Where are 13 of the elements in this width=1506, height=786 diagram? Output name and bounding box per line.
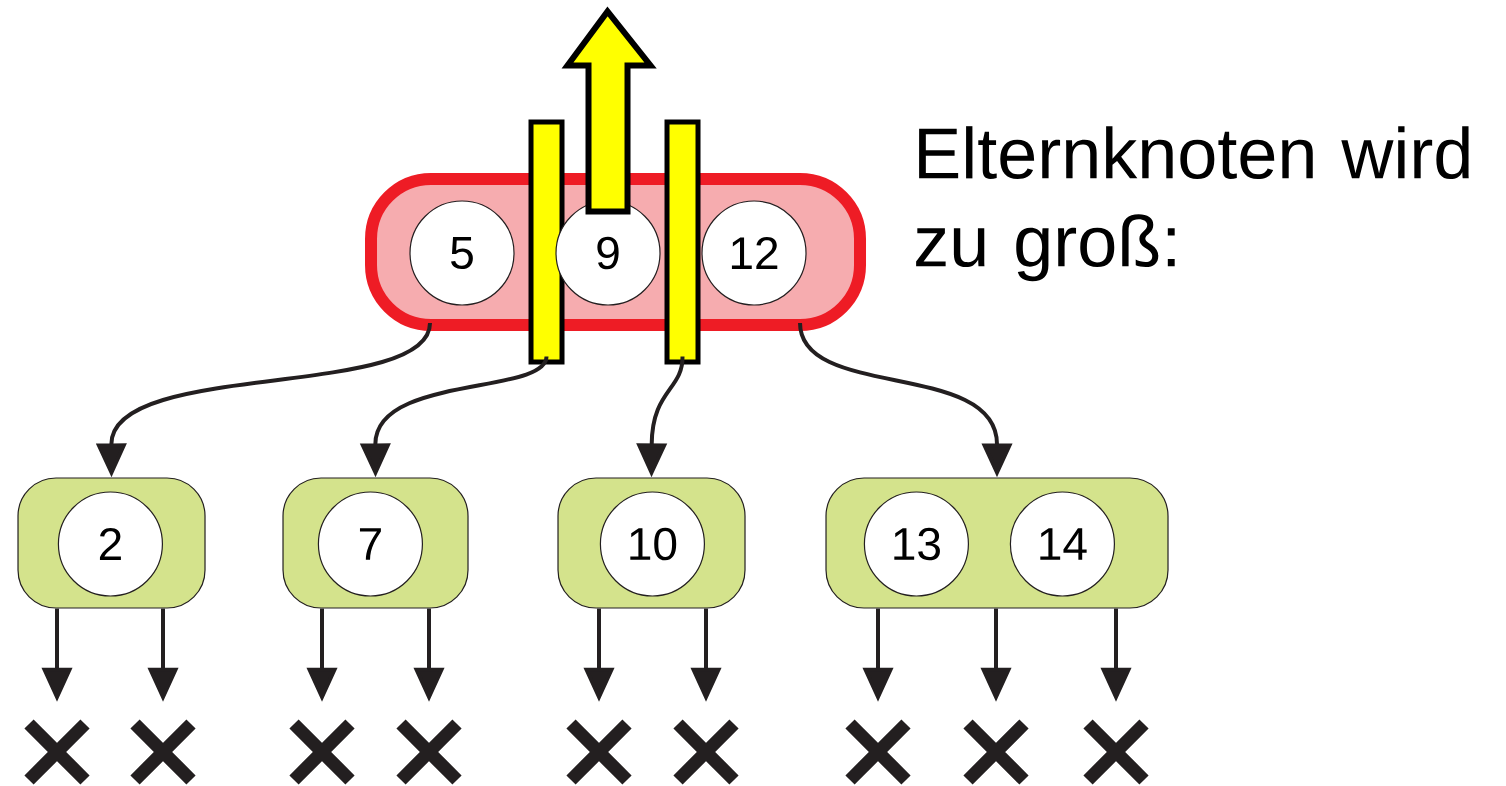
cross-mark bbox=[843, 717, 913, 786]
cross-mark bbox=[394, 717, 464, 786]
cross-mark bbox=[22, 717, 92, 786]
block-arrow bbox=[561, 6, 657, 215]
cross-mark bbox=[564, 717, 634, 786]
cross-mark bbox=[961, 717, 1031, 786]
cross-mark bbox=[128, 717, 198, 786]
cross-mark bbox=[671, 717, 741, 786]
pointer-bar bbox=[664, 119, 701, 365]
cross-mark bbox=[1081, 717, 1151, 786]
note-text: Elternknoten wird zu groß: bbox=[916, 126, 1469, 282]
pointer-bar bbox=[528, 119, 565, 365]
cross-mark bbox=[287, 717, 357, 786]
